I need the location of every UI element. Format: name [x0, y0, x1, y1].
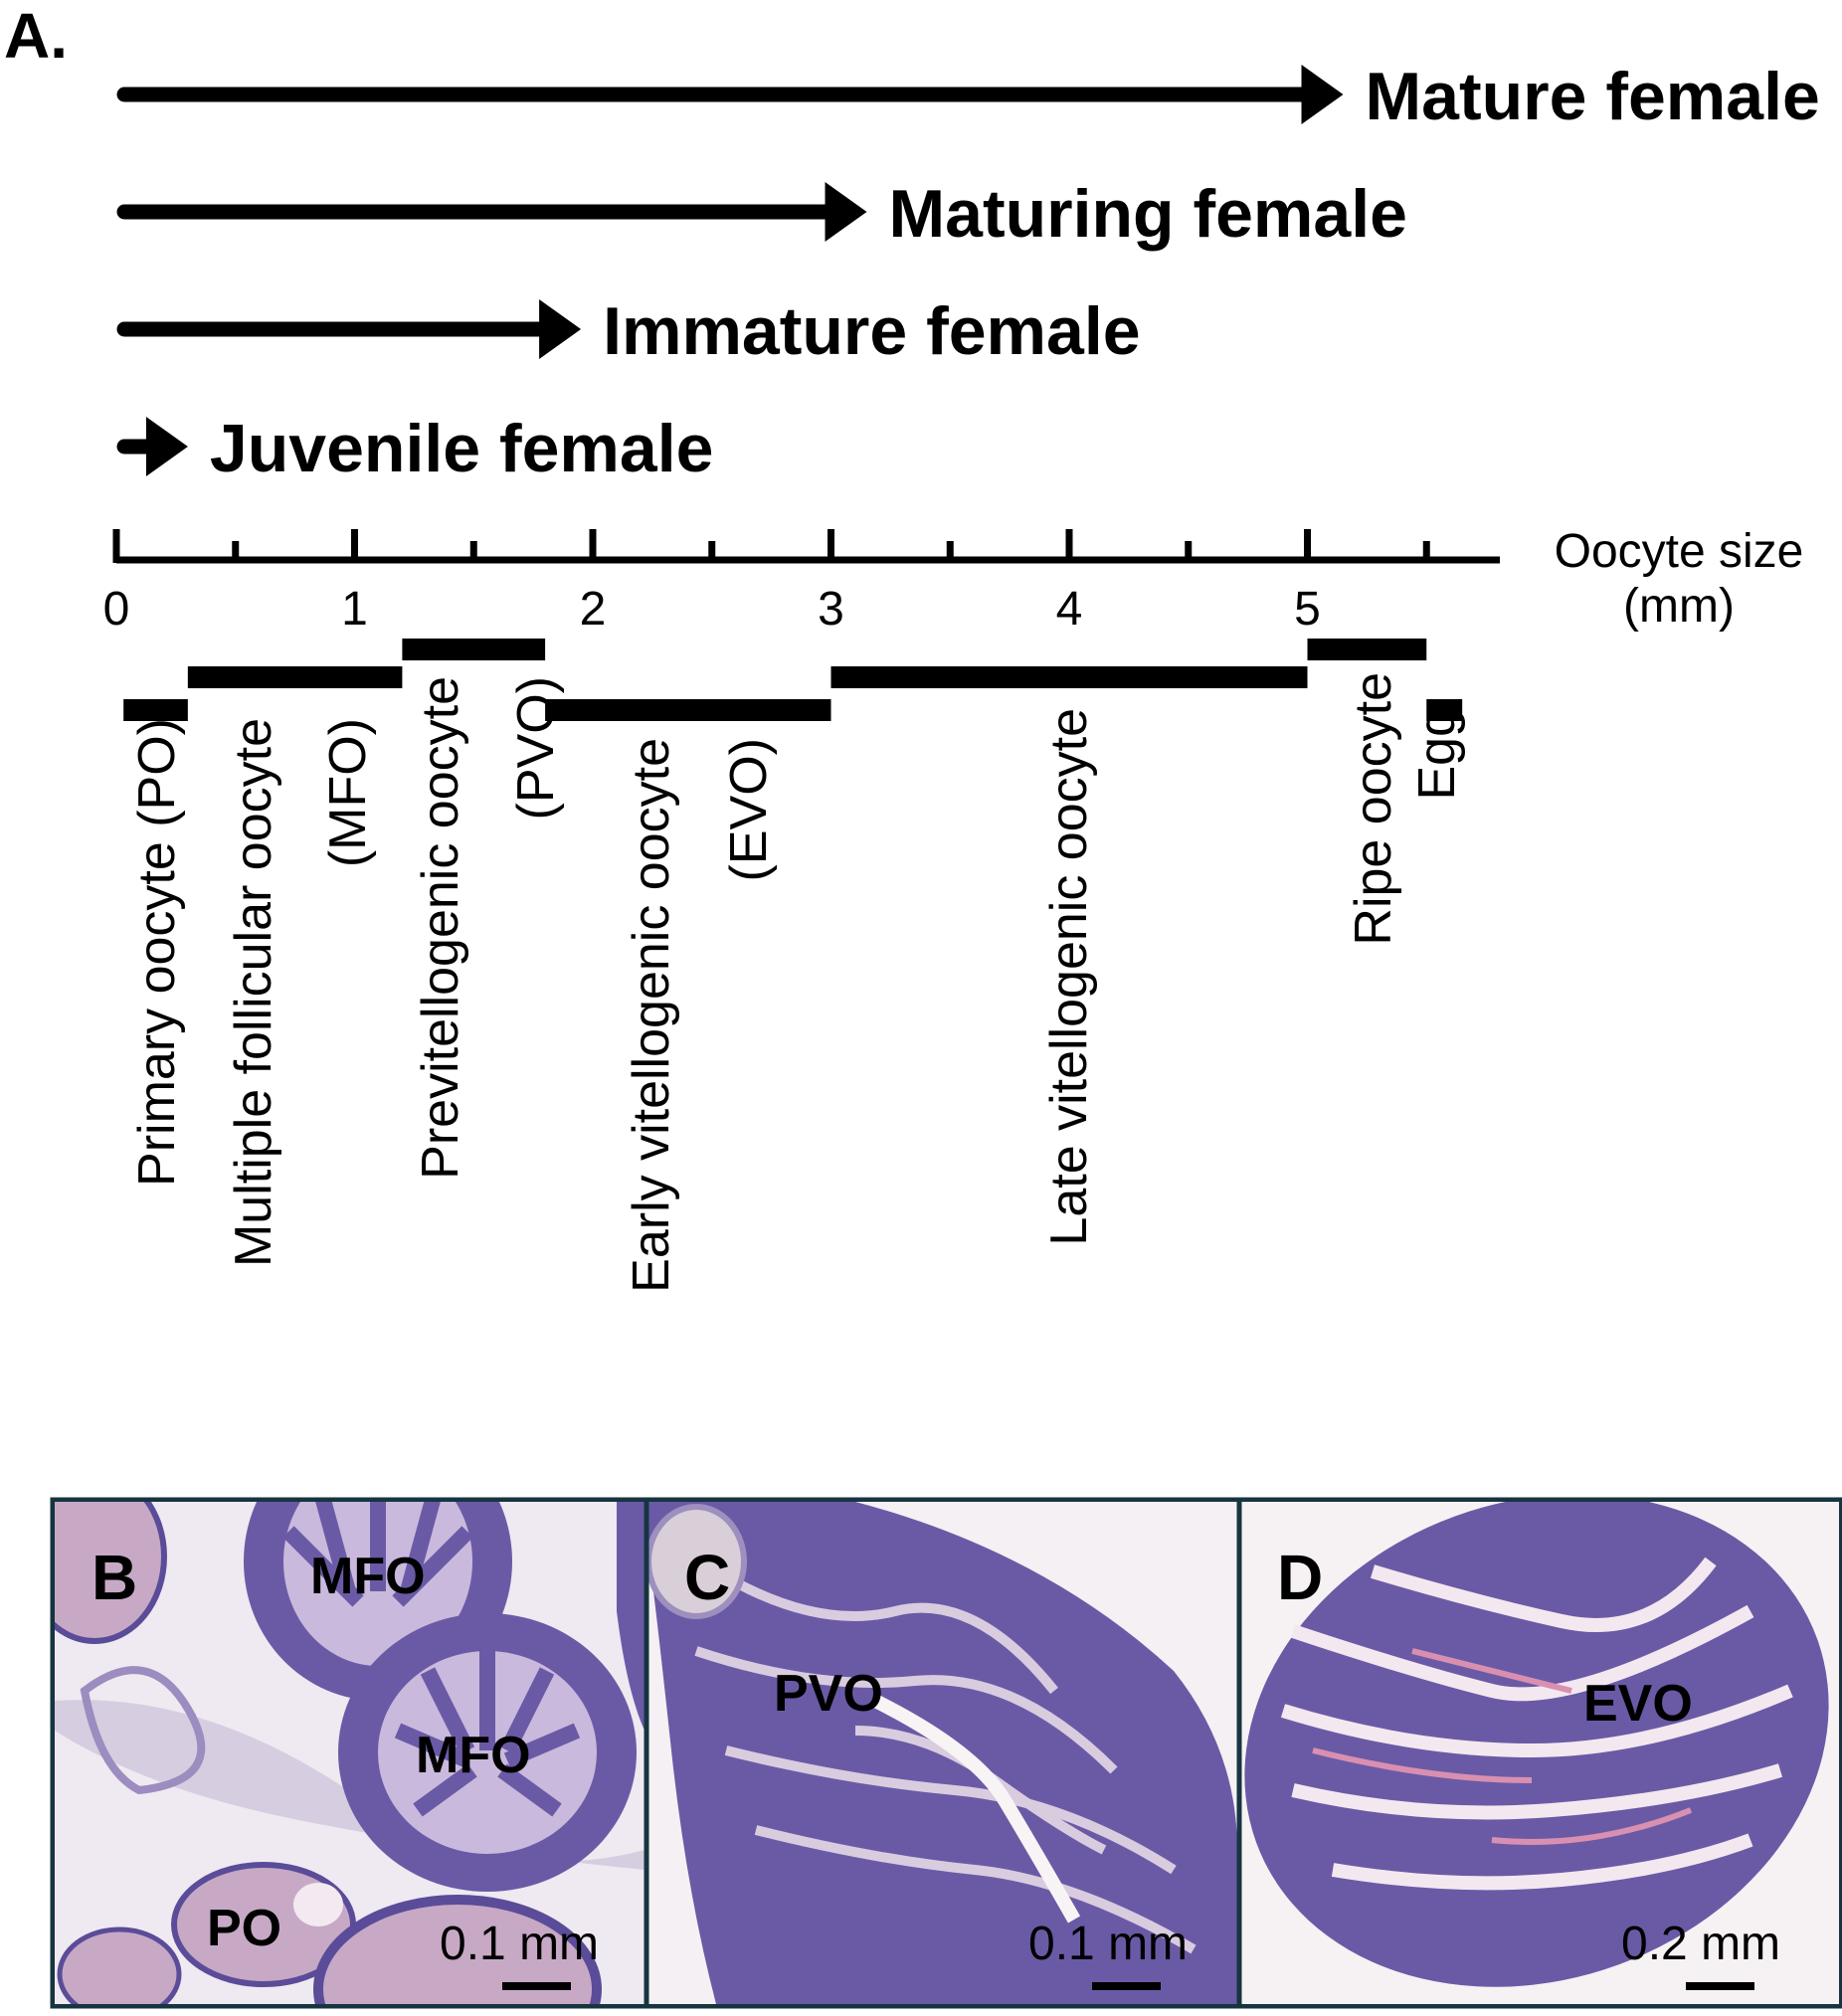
stage-bar — [830, 666, 1308, 688]
panel-label-a: A. — [4, 0, 68, 72]
panel-c-label-pvo: PVO — [774, 1665, 883, 1723]
axis-label-line1: Oocyte size — [1555, 525, 1804, 578]
panel-d-letter: D — [1277, 1542, 1323, 1613]
stage-abbreviation: (EVO) — [720, 738, 778, 881]
oocyte-size-axis: 0 1 2 3 4 5 Oocyte size (mm) — [103, 525, 1804, 636]
maturing-female-arrow-head — [825, 182, 867, 242]
panel-b-label-po: PO — [207, 1900, 281, 1957]
axis-tick-label: 2 — [580, 583, 607, 636]
immature-female-arrow-head — [539, 299, 582, 359]
panels-frame — [50, 1497, 1842, 2009]
axis-label-line2: (mm) — [1623, 580, 1735, 633]
axis-ticks: 0 1 2 3 4 5 — [103, 529, 1430, 636]
mature-female-arrow: Mature female — [116, 59, 1820, 134]
stage-label: Previtellogenic oocyte — [412, 676, 469, 1180]
stage-abbreviation: (MFO) — [319, 718, 377, 867]
juvenile-female-arrow-head — [145, 417, 188, 476]
maturing-female-arrow: Maturing female — [116, 176, 1407, 252]
micrograph-panels: B MFO MFO PO 0.1 mm C PVO 0.1 mm D EVO 0… — [50, 1497, 1842, 2009]
mature-female-arrow-head — [1301, 65, 1344, 124]
panel-d-scale-text: 0.2 mm — [1621, 1918, 1780, 1970]
panel-d-micrograph — [1241, 1502, 1839, 2004]
stage-label: Ripe oocyte — [1345, 672, 1402, 946]
panel-c-scale-text: 0.1 mm — [1028, 1918, 1188, 1970]
axis-tick-label: 4 — [1056, 583, 1083, 636]
stage-bar — [123, 699, 188, 721]
panel-b-scale-text: 0.1 mm — [440, 1918, 599, 1970]
stage-bar — [545, 699, 831, 721]
stage-bar — [1307, 639, 1427, 660]
stage-egg: Egg — [1408, 699, 1466, 801]
axis-tick-label: 1 — [341, 583, 368, 636]
axis-tick-label: 0 — [103, 583, 130, 636]
panel-b-label-mfo-1: MFO — [310, 1548, 426, 1605]
panel-b-letter: B — [92, 1542, 137, 1613]
juvenile-female-arrow: Juvenile female — [116, 411, 713, 486]
panel-c-micrograph — [648, 1502, 1237, 2004]
stage-abbreviation: (PVO) — [507, 676, 565, 820]
panel-b-label-mfo-2: MFO — [416, 1727, 531, 1784]
panel-d-label-evo: EVO — [1583, 1675, 1693, 1733]
stage-bar — [402, 639, 546, 660]
panel-c-letter: C — [684, 1542, 730, 1613]
stage-bar — [187, 666, 403, 688]
stage-label: Primary oocyte (PO) — [128, 718, 186, 1187]
mature-female-label: Mature female — [1366, 59, 1820, 134]
stage-primary-oocyte-po: Primary oocyte (PO) — [123, 699, 188, 1187]
stage-label: Early vitellogenic oocyte — [623, 738, 680, 1293]
axis-tick-label: 5 — [1294, 583, 1321, 636]
stage-label: Egg — [1408, 708, 1466, 801]
stage-early-vitellogenic-oocyte: Early vitellogenic oocyte (EVO) — [545, 699, 831, 1293]
stage-late-vitellogenic-oocyte: Late vitellogenic oocyte — [830, 666, 1308, 1246]
stage-label: Late vitellogenic oocyte — [1040, 708, 1098, 1246]
juvenile-female-label: Juvenile female — [210, 411, 713, 486]
panel-b-micrograph — [55, 1502, 645, 2004]
axis-tick-label: 3 — [818, 583, 844, 636]
stage-ripe-oocyte: Ripe oocyte — [1307, 639, 1427, 946]
stage-bar — [1426, 699, 1463, 721]
stage-multiple-follicular-oocyte: Multiple follicular oocyte (MFO) — [187, 666, 403, 1267]
oocyte-stages: Primary oocyte (PO)Multiple follicular o… — [123, 639, 1466, 1293]
maturing-female-label: Maturing female — [889, 176, 1407, 252]
immature-female-label: Immature female — [603, 293, 1140, 369]
stage-label: Multiple follicular oocyte — [225, 718, 282, 1267]
immature-female-arrow: Immature female — [116, 293, 1141, 369]
stage-previtellogenic-oocyte: Previtellogenic oocyte (PVO) — [402, 639, 565, 1180]
